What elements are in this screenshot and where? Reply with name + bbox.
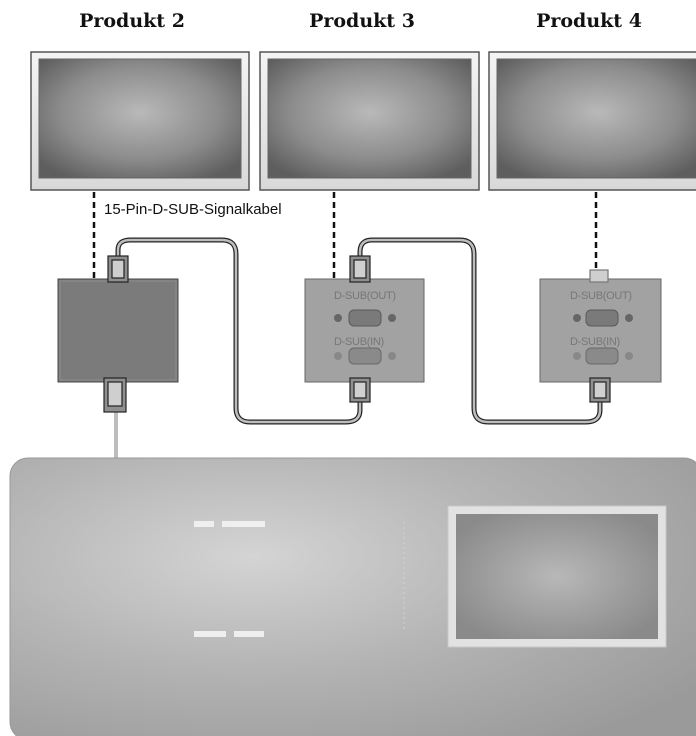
dashed-links: [92, 192, 598, 280]
port-label-in-box-3: D-SUB(IN): [570, 336, 620, 348]
cable-label: 15-Pin-D-SUB-Signalkabel: [102, 201, 284, 219]
interface-box-2: [304, 278, 425, 383]
monitor-produkt-3: [259, 51, 480, 191]
product-4-title: Produkt 4: [536, 10, 642, 32]
port-label-out-box-2: D-SUB(OUT): [334, 290, 396, 302]
port-label-in-box-2: D-SUB(IN): [334, 336, 384, 348]
interface-box-1: [57, 278, 179, 383]
signal-cables: [114, 237, 603, 462]
monitor-produkt-2: [30, 51, 250, 191]
interface-box-3: [539, 278, 662, 383]
connector-plugs: [103, 255, 611, 413]
product-3-title: Produkt 3: [309, 10, 415, 32]
product-2-title: Produkt 2: [79, 10, 185, 32]
port-label-out-box-3: D-SUB(OUT): [570, 290, 632, 302]
monitor-produkt-4: [488, 51, 696, 191]
main-display-unit: [9, 457, 696, 736]
